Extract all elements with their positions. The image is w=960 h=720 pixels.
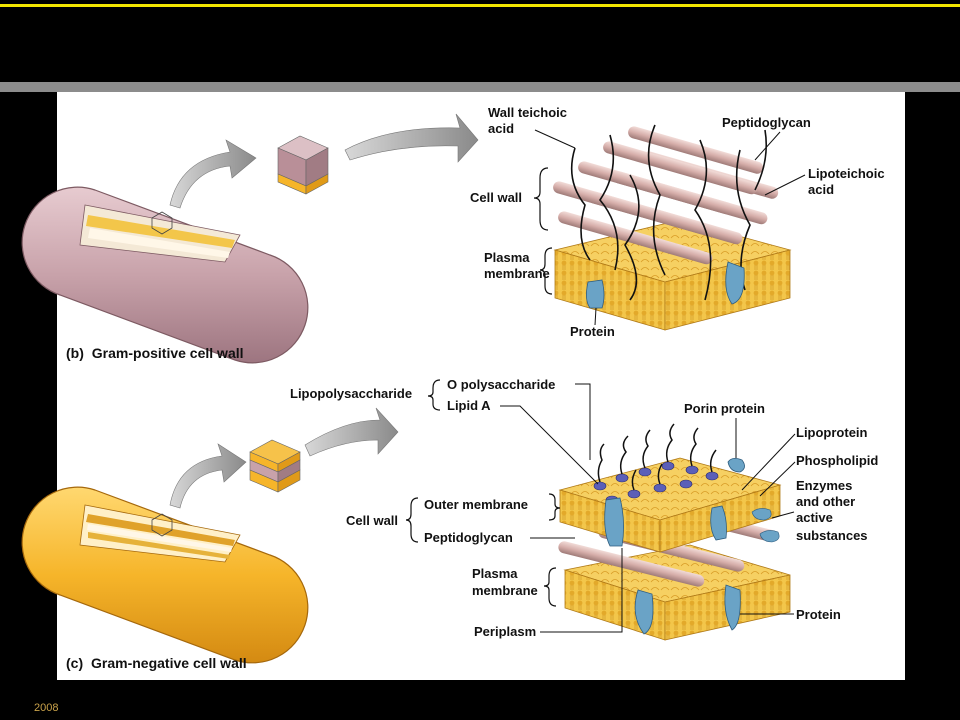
label-wall-teichoic-line2: acid: [488, 121, 514, 136]
label-enzymes-line4: substances: [796, 528, 868, 543]
caption-text-b: Gram-positive cell wall: [92, 345, 244, 361]
peptidoglycan-rods-positive: [553, 126, 779, 265]
label-wall-teichoic-line1: Wall teichoic: [488, 105, 567, 120]
label-peptidoglycan-positive: Peptidoglycan: [722, 115, 811, 130]
label-periplasm: Periplasm: [474, 624, 536, 639]
label-lipoteichoic-line2: acid: [808, 182, 834, 197]
panel-left-margin: [0, 92, 57, 680]
gram-positive-cube: [277, 135, 329, 195]
gram-negative-cell: [21, 486, 309, 664]
gram-negative-wall-block: [558, 423, 791, 641]
label-phospholipid: Phospholipid: [796, 453, 878, 468]
label-enzymes-line1: Enzymes: [796, 478, 852, 493]
label-protein-positive: Protein: [570, 324, 615, 339]
gram-positive-cell: [21, 186, 309, 364]
label-peptidoglycan-negative: Peptidoglycan: [424, 530, 513, 545]
footer-year: 2008: [34, 702, 58, 714]
caption-letter-b: (b): [66, 345, 84, 361]
panel-right-margin: [905, 92, 960, 680]
label-porin-protein: Porin protein: [684, 401, 765, 416]
caption-gram-negative: (c) Gram-negative cell wall: [66, 655, 247, 671]
header-divider: [0, 82, 960, 92]
label-enzymes-line3: active: [796, 510, 833, 525]
caption-letter-c: (c): [66, 655, 83, 671]
label-enzymes-line2: and other: [796, 494, 855, 509]
footer-band: [0, 680, 960, 720]
gram-positive-wall-block: [553, 124, 792, 331]
label-o-polysaccharide: O polysaccharide: [447, 377, 555, 392]
gram-negative-arrow-2: [304, 407, 399, 457]
label-cell-wall-negative: Cell wall: [346, 513, 398, 528]
gram-negative-arrow-1: [169, 443, 247, 509]
label-protein-negative: Protein: [796, 607, 841, 622]
header-accent-line: [0, 4, 960, 7]
label-outer-membrane: Outer membrane: [424, 497, 528, 512]
label-lipid-a: Lipid A: [447, 398, 491, 413]
label-plasma-membrane-positive-line1: Plasma: [484, 250, 530, 265]
gram-negative-cube: [249, 439, 301, 493]
label-plasma-membrane-positive-line2: membrane: [484, 266, 550, 281]
label-cell-wall-positive: Cell wall: [470, 190, 522, 205]
label-lipopolysaccharide: Lipopolysaccharide: [290, 386, 412, 401]
label-lipoteichoic-line1: Lipoteichoic: [808, 166, 885, 181]
label-lipoprotein: Lipoprotein: [796, 425, 868, 440]
caption-text-c: Gram-negative cell wall: [91, 655, 247, 671]
gram-positive-arrow-2: [344, 113, 479, 163]
header-band: [0, 0, 960, 82]
caption-gram-positive: (b) Gram-positive cell wall: [66, 345, 244, 361]
gram-positive-arrow-1: [169, 139, 257, 209]
label-plasma-membrane-negative-line2: membrane: [472, 583, 538, 598]
label-plasma-membrane-negative-line1: Plasma: [472, 566, 518, 581]
